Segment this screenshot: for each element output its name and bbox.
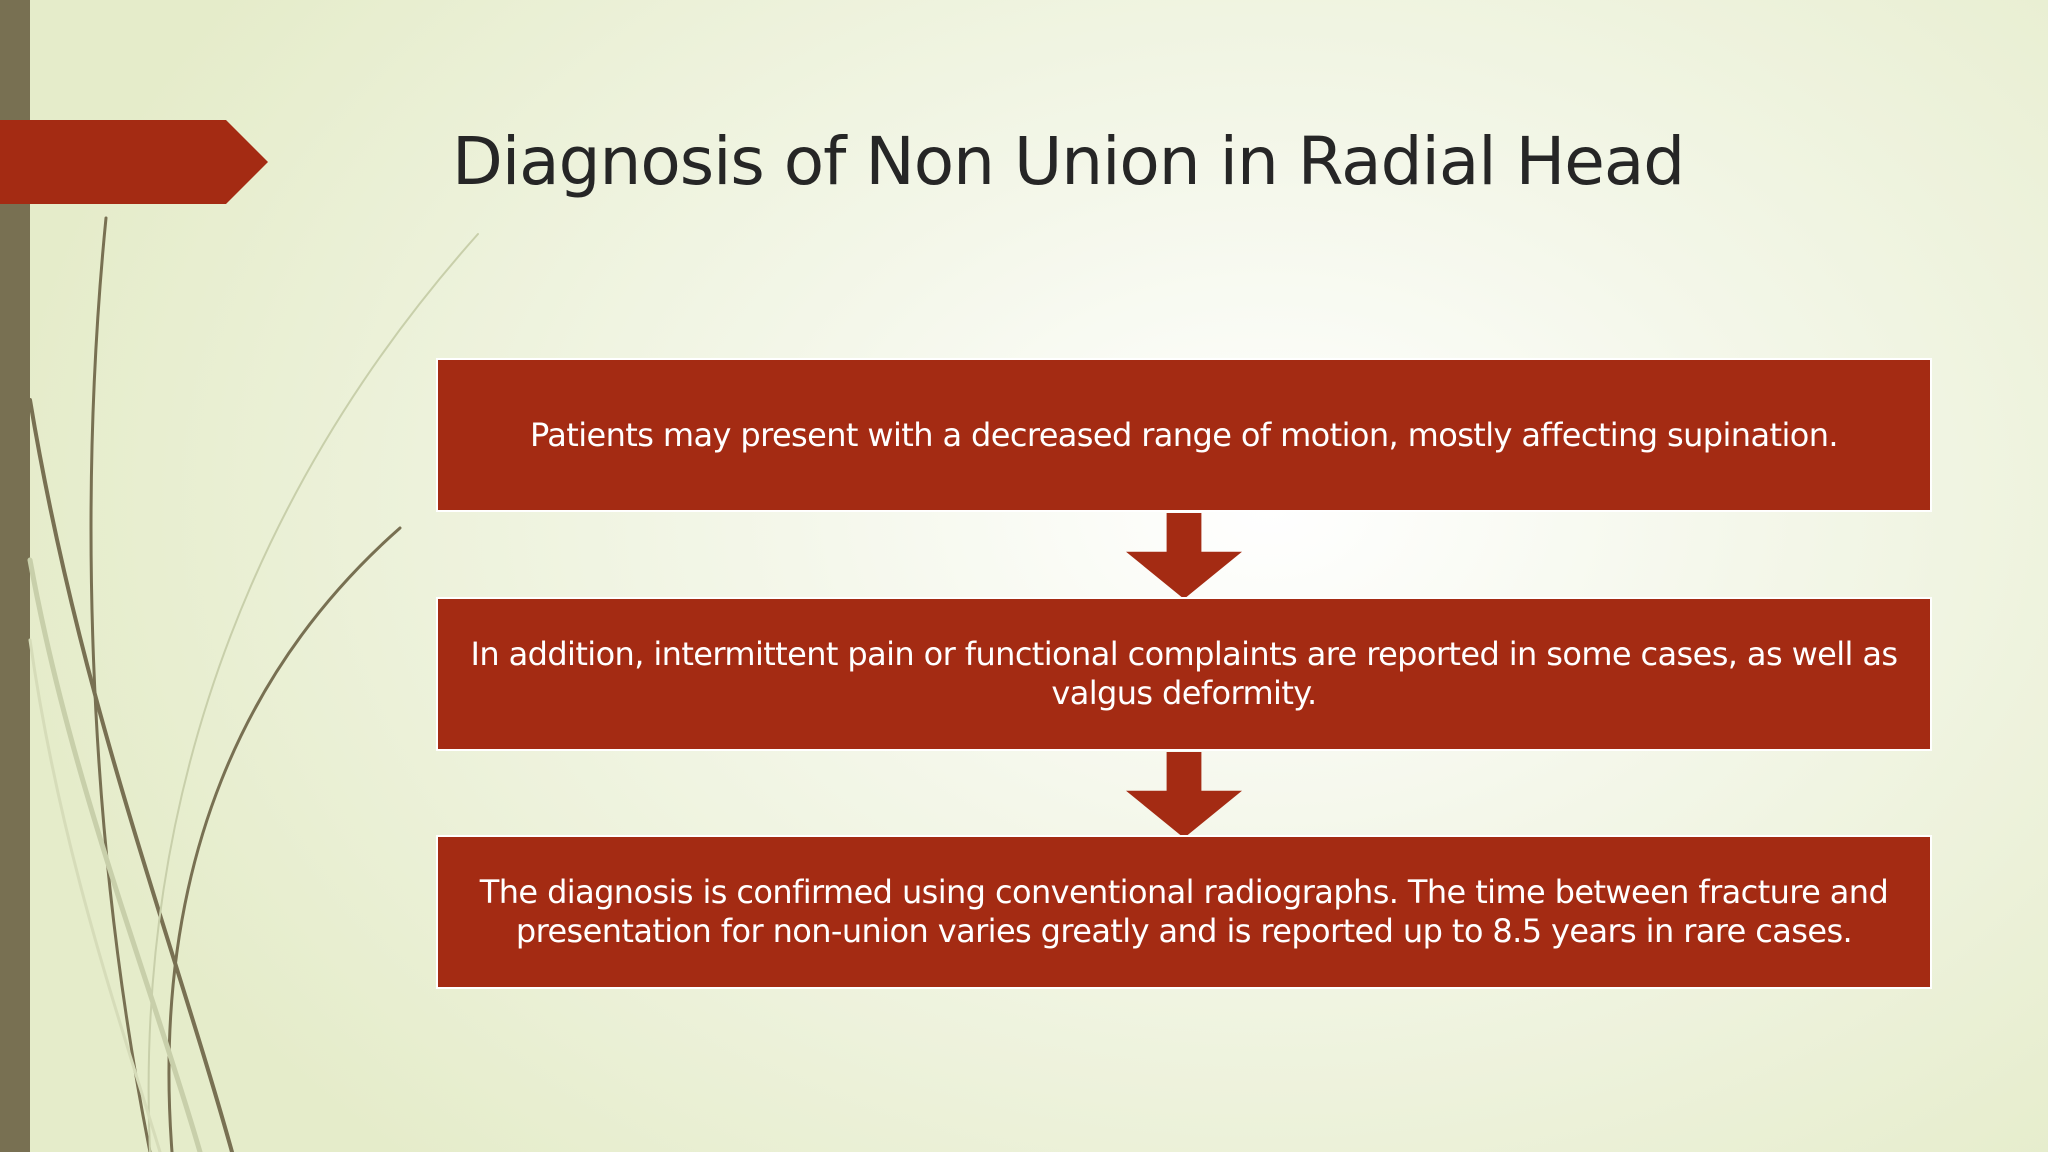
process-step-3: The diagnosis is confirmed using convent… [436, 835, 1932, 989]
grass-decoration [27, 216, 479, 1152]
grass-stroke [28, 398, 234, 1152]
arrow-down-icon [1126, 513, 1242, 599]
process-step-text: The diagnosis is confirmed using convent… [479, 873, 1889, 950]
grass-stroke [27, 557, 203, 1152]
process-step-1: Patients may present with a decreased ra… [436, 358, 1932, 512]
arrow-down-icon [1126, 752, 1242, 838]
process-step-text: Patients may present with a decreased ra… [530, 415, 1839, 454]
process-step-2: In addition, intermittent pain or functi… [436, 597, 1932, 751]
title-marker-arrow [0, 120, 268, 204]
process-step-text: In addition, intermittent pain or functi… [470, 635, 1899, 712]
grass-stroke [167, 526, 402, 1152]
grass-stroke [89, 216, 152, 1152]
grass-stroke [147, 233, 479, 1152]
grass-stroke [28, 638, 162, 1152]
slide-title: Diagnosis of Non Union in Radial Head [452, 123, 1685, 200]
